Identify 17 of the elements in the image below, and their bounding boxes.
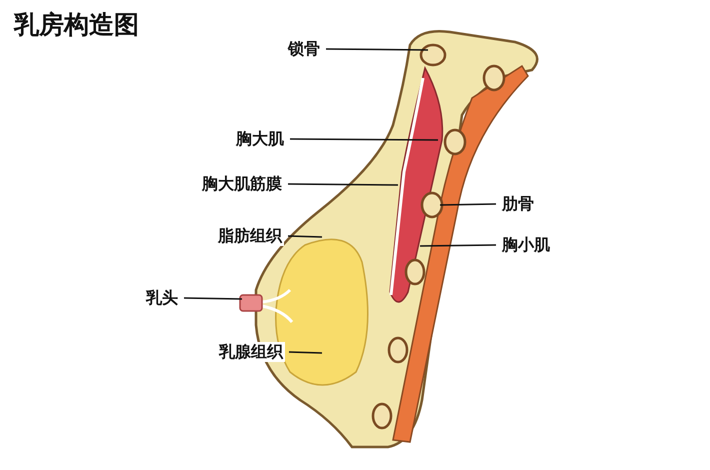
part-label: 肋骨 [500, 194, 536, 214]
leader-line [288, 351, 322, 354]
diagram-title: 乳房构造图 [14, 9, 139, 41]
part-label: 胸小肌 [500, 235, 552, 255]
part-label: 乳腺组织 [217, 342, 285, 362]
part-label: 脂肪组织 [216, 226, 284, 246]
leader-line [420, 244, 496, 247]
leader-line [326, 48, 428, 51]
part-label: 胸大肌 [234, 129, 286, 149]
part-label: 乳头 [144, 288, 180, 308]
leader-line [288, 183, 398, 186]
part-label: 胸大肌筋膜 [200, 174, 284, 194]
leader-line [440, 203, 496, 206]
part-label: 锁骨 [286, 39, 322, 59]
leader-line [184, 297, 242, 300]
leader-line [288, 235, 322, 238]
leader-line [290, 138, 438, 141]
